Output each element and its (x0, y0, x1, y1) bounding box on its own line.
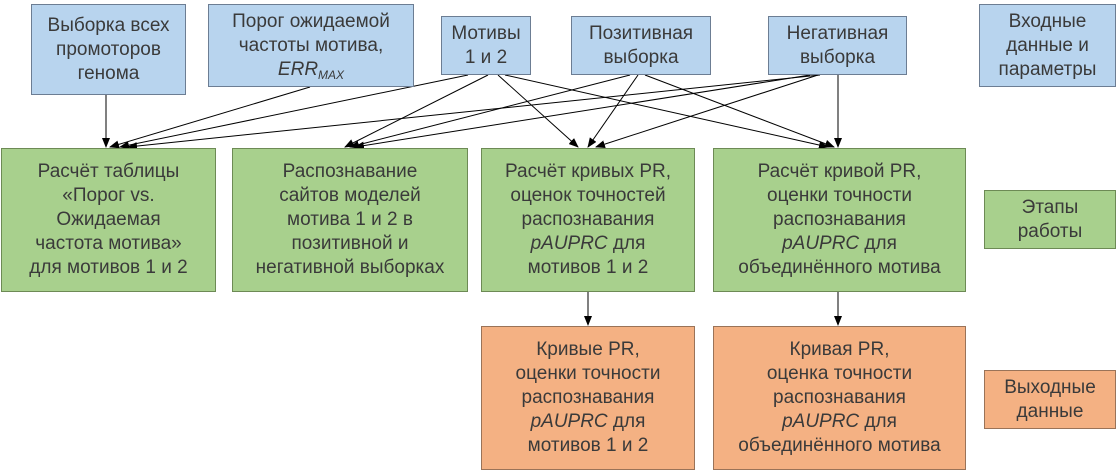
legend-stages: Этапы работы (984, 190, 1116, 249)
arrow-motifs-to-table (119, 74, 469, 150)
stage-site-recognition: Распознавание сайтов моделей мотива 1 и … (232, 148, 468, 292)
arrow-negative-to-pr (595, 74, 819, 149)
input-promoters: Выборка всех промоторов генома (31, 4, 186, 95)
output-pr-curves: Кривые PR, оценки точности распознавания… (481, 326, 695, 470)
output-pr-curves-label: Кривые PR, оценки точности распознавания… (515, 339, 661, 456)
input-motifs: Мотивы 1 и 2 (441, 16, 531, 75)
output-pr-combined: Кривая PR, оценка точности распознавания… (713, 326, 966, 470)
input-threshold-label: Порог ожидаемой частоты мотива, ERRMAX (232, 10, 390, 82)
arrow-positive-to-recognition (349, 74, 631, 149)
arrow-negative-to-table (127, 74, 821, 151)
stage-site-recognition-label: Распознавание сайтов моделей мотива 1 и … (255, 161, 445, 278)
stage-threshold-table-label: Расчёт таблицы «Порог vs. Ожидаемая част… (29, 161, 188, 278)
input-negative: Негативная выборка (768, 16, 907, 75)
arrow-motifs-to-combined (504, 74, 829, 149)
legend-inputs: Входные данные и параметры (979, 4, 1116, 87)
arrow-positive-to-combined (644, 74, 835, 148)
threshold-text: Порог ожидаемой частоты мотива, (232, 10, 390, 56)
arrow-positive-to-pr (587, 74, 639, 148)
input-threshold: Порог ожидаемой частоты мотива, ERRMAX (208, 4, 414, 87)
input-negative-label: Негативная выборка (786, 22, 889, 68)
arrow-motifs-to-pr (497, 74, 579, 148)
stage-pr-combined: Расчёт кривой PR, оценки точности распоз… (713, 148, 966, 292)
stage-pr-curves-label: Расчёт кривых PR, оценок точностей распо… (504, 161, 672, 278)
arrow-motifs-to-recognition (344, 74, 489, 148)
legend-inputs-label: Входные данные и параметры (998, 10, 1097, 80)
legend-outputs-label: Выходные данные (1004, 376, 1096, 422)
stage-threshold-table: Расчёт таблицы «Порог vs. Ожидаемая част… (1, 148, 216, 292)
input-motifs-label: Мотивы 1 и 2 (451, 22, 521, 68)
err-max-symbol: ERRMAX (277, 58, 345, 82)
output-pr-combined-label: Кривая PR, оценка точности распознавания… (738, 339, 941, 456)
arrow-negative-to-recognition (354, 74, 811, 150)
arrow-threshold-to-table (109, 86, 311, 149)
input-promoters-label: Выборка всех промоторов генома (47, 14, 170, 84)
legend-outputs: Выходные данные (984, 370, 1116, 429)
stage-pr-combined-label: Расчёт кривой PR, оценки точности распоз… (738, 161, 941, 278)
input-positive-label: Позитивная выборка (588, 22, 694, 68)
stage-pr-curves: Расчёт кривых PR, оценок точностей распо… (481, 148, 695, 292)
input-positive: Позитивная выборка (571, 16, 711, 75)
legend-stages-label: Этапы работы (1017, 196, 1083, 242)
